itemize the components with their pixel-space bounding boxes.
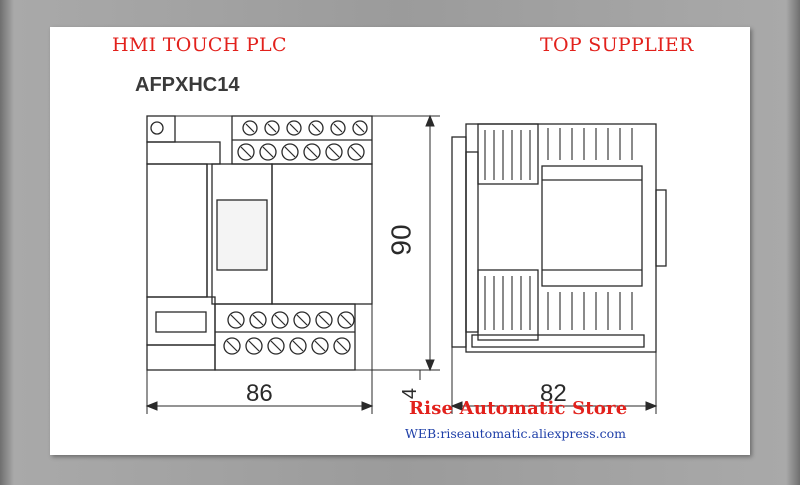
drawing-sheet bbox=[50, 27, 750, 455]
hmi-touch-plc-label: HMI TOUCH PLC bbox=[112, 34, 287, 56]
web-watermark: WEB:riseautomatic.aliexpress.com bbox=[405, 426, 626, 441]
side-view bbox=[451, 123, 667, 353]
store-watermark: Rise Automatic Store bbox=[409, 398, 628, 419]
dimension-lines bbox=[145, 114, 658, 414]
model-number: AFPXHC14 bbox=[135, 74, 240, 96]
dimension-height: 90 bbox=[385, 224, 417, 256]
top-supplier-label: TOP SUPPLIER bbox=[540, 34, 694, 56]
dimension-depth: 82 bbox=[540, 380, 567, 407]
dimension-width: 86 bbox=[246, 380, 273, 407]
front-view bbox=[146, 115, 373, 371]
